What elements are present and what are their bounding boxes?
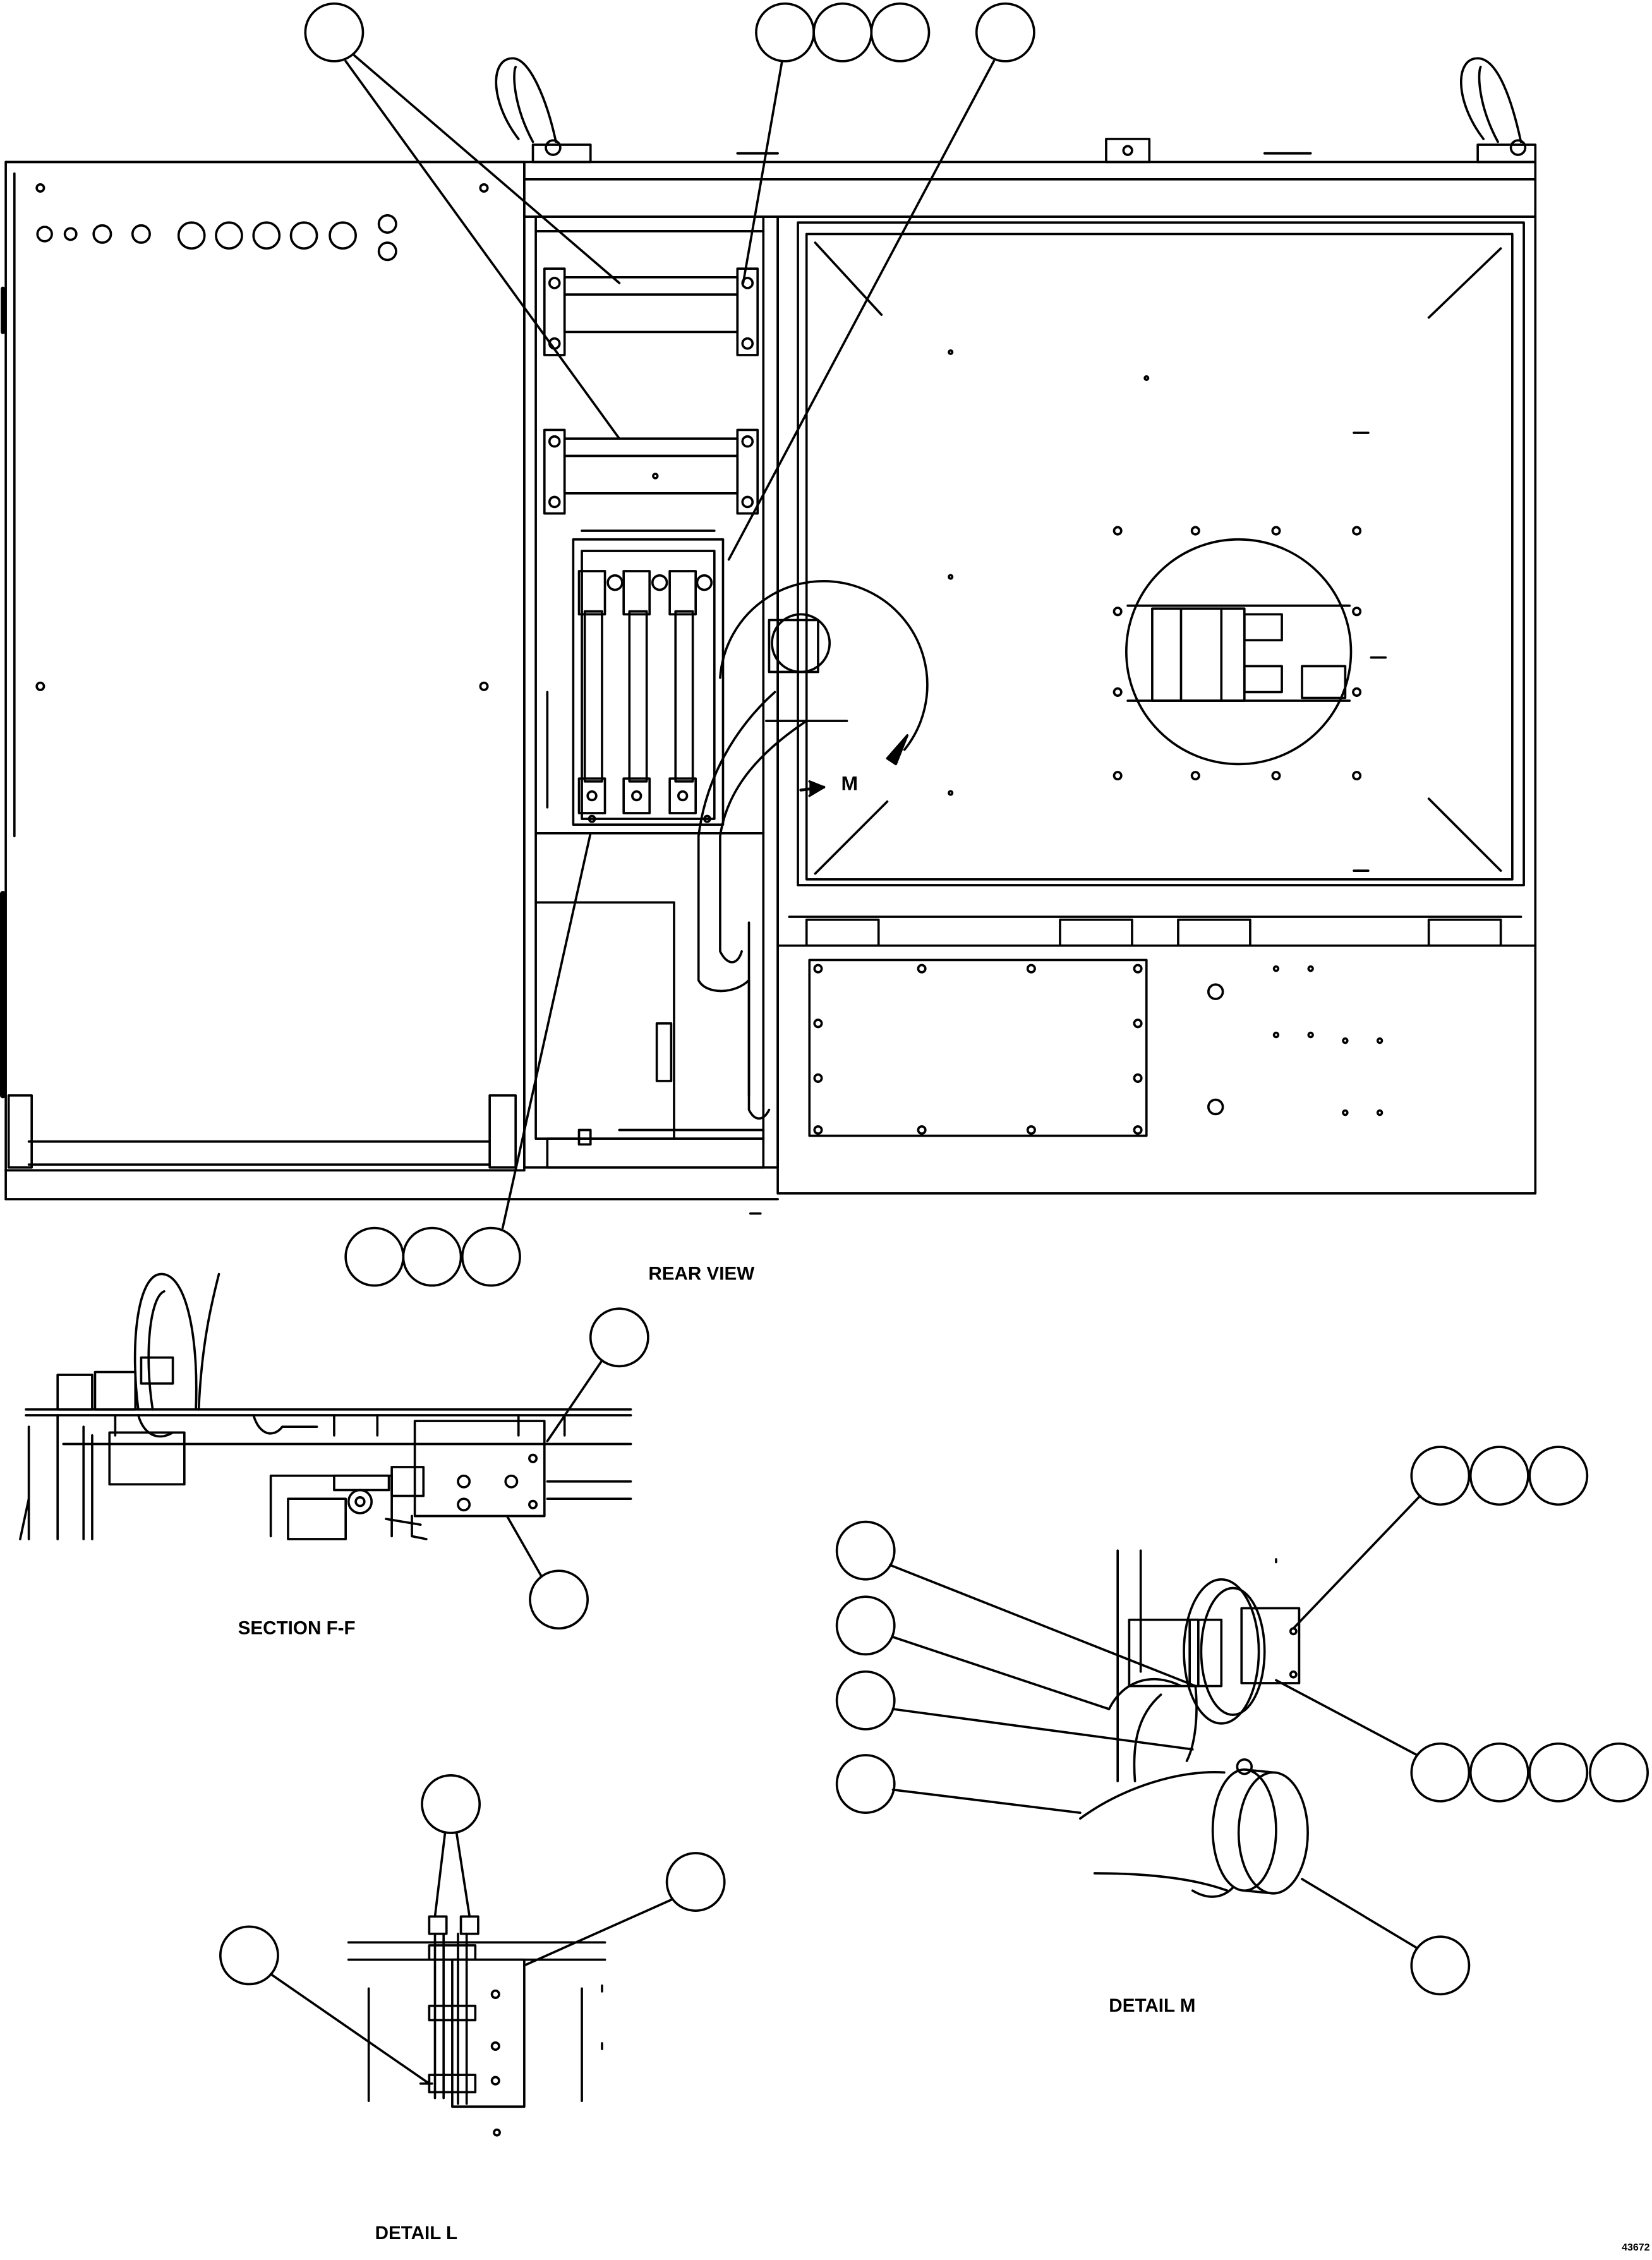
middle-compartment — [523, 215, 808, 1169]
detail-m: DETAIL M — [835, 1446, 1649, 2016]
callout-bubble — [1528, 1446, 1589, 1506]
section-f-f: SECTION F-F — [19, 1272, 649, 1638]
callout-bubble — [835, 1754, 896, 1814]
section-f-f-title: SECTION F-F — [238, 1617, 356, 1638]
callout-bubble — [344, 1226, 405, 1287]
callout-bubble — [1469, 1742, 1529, 1803]
callout-bubble — [589, 1307, 649, 1368]
detail-l-title: DETAIL L — [375, 2223, 458, 2244]
figure-number: 43672 — [1622, 2242, 1649, 2253]
detail-m-title: DETAIL M — [1109, 1995, 1195, 2016]
callout-bubble — [1469, 1446, 1529, 1506]
callout-bubble — [1528, 1742, 1589, 1803]
callout-bubble — [835, 1520, 896, 1581]
callout-bubble — [812, 2, 873, 63]
callout-bubble — [1410, 1935, 1471, 1996]
callout-bubble — [1410, 1446, 1471, 1506]
callout-bubble — [835, 1670, 896, 1731]
left-cabinet — [0, 160, 779, 1200]
detail-m-marker — [719, 579, 929, 797]
callout-bubble — [219, 1925, 279, 1986]
callout-bubble — [975, 2, 1035, 63]
callout-bubble — [529, 1569, 589, 1630]
roof-and-lifting-eyes — [4, 57, 1537, 218]
callout-bubble — [755, 2, 815, 63]
right-cabinet — [776, 215, 1537, 1195]
callout-bubble — [304, 2, 365, 63]
rear-view-title: REAR VIEW — [648, 1264, 754, 1284]
callout-bubble — [1410, 1742, 1471, 1803]
detail-m-marker-letter: M — [841, 771, 858, 794]
callout-bubble — [461, 1226, 521, 1287]
rear-view-callouts — [304, 2, 1035, 1287]
detail-l: DETAIL L — [219, 1774, 726, 2244]
callout-bubble — [421, 1774, 481, 1834]
rear-view: M REAR VIEW — [0, 2, 1537, 1287]
callout-bubble — [402, 1226, 462, 1287]
callout-bubble — [1589, 1742, 1649, 1803]
callout-bubble — [870, 2, 931, 63]
callout-bubble — [665, 1852, 726, 1913]
callout-bubble — [835, 1595, 896, 1656]
